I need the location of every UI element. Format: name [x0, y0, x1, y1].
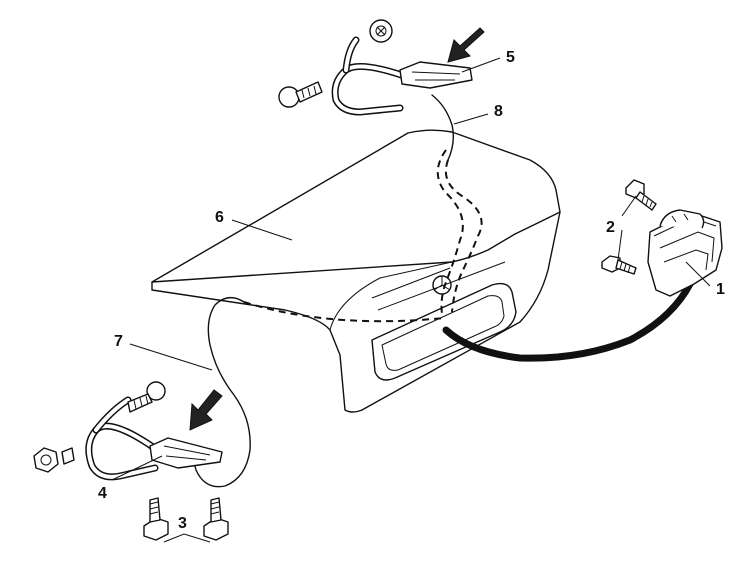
screws-2 — [601, 179, 657, 275]
screws-3 — [143, 497, 229, 541]
lock-actuator — [647, 209, 723, 297]
trunk-lid — [151, 129, 561, 413]
lock-cable — [442, 280, 694, 362]
callout-2: 2 — [606, 219, 615, 236]
callout-6: 6 — [215, 209, 224, 226]
callout-7: 7 — [114, 333, 123, 350]
callout-8: 8 — [494, 103, 503, 120]
leader-lines — [111, 57, 711, 543]
release-cable-lower — [189, 297, 447, 488]
lower-hinge-assembly — [33, 381, 223, 481]
upper-hinge-assembly — [278, 19, 485, 116]
callout-3: 3 — [178, 515, 187, 532]
callout-1: 1 — [716, 281, 725, 298]
callout-4: 4 — [98, 485, 107, 502]
release-cable-upper — [431, 94, 483, 315]
callout-5: 5 — [506, 49, 515, 66]
